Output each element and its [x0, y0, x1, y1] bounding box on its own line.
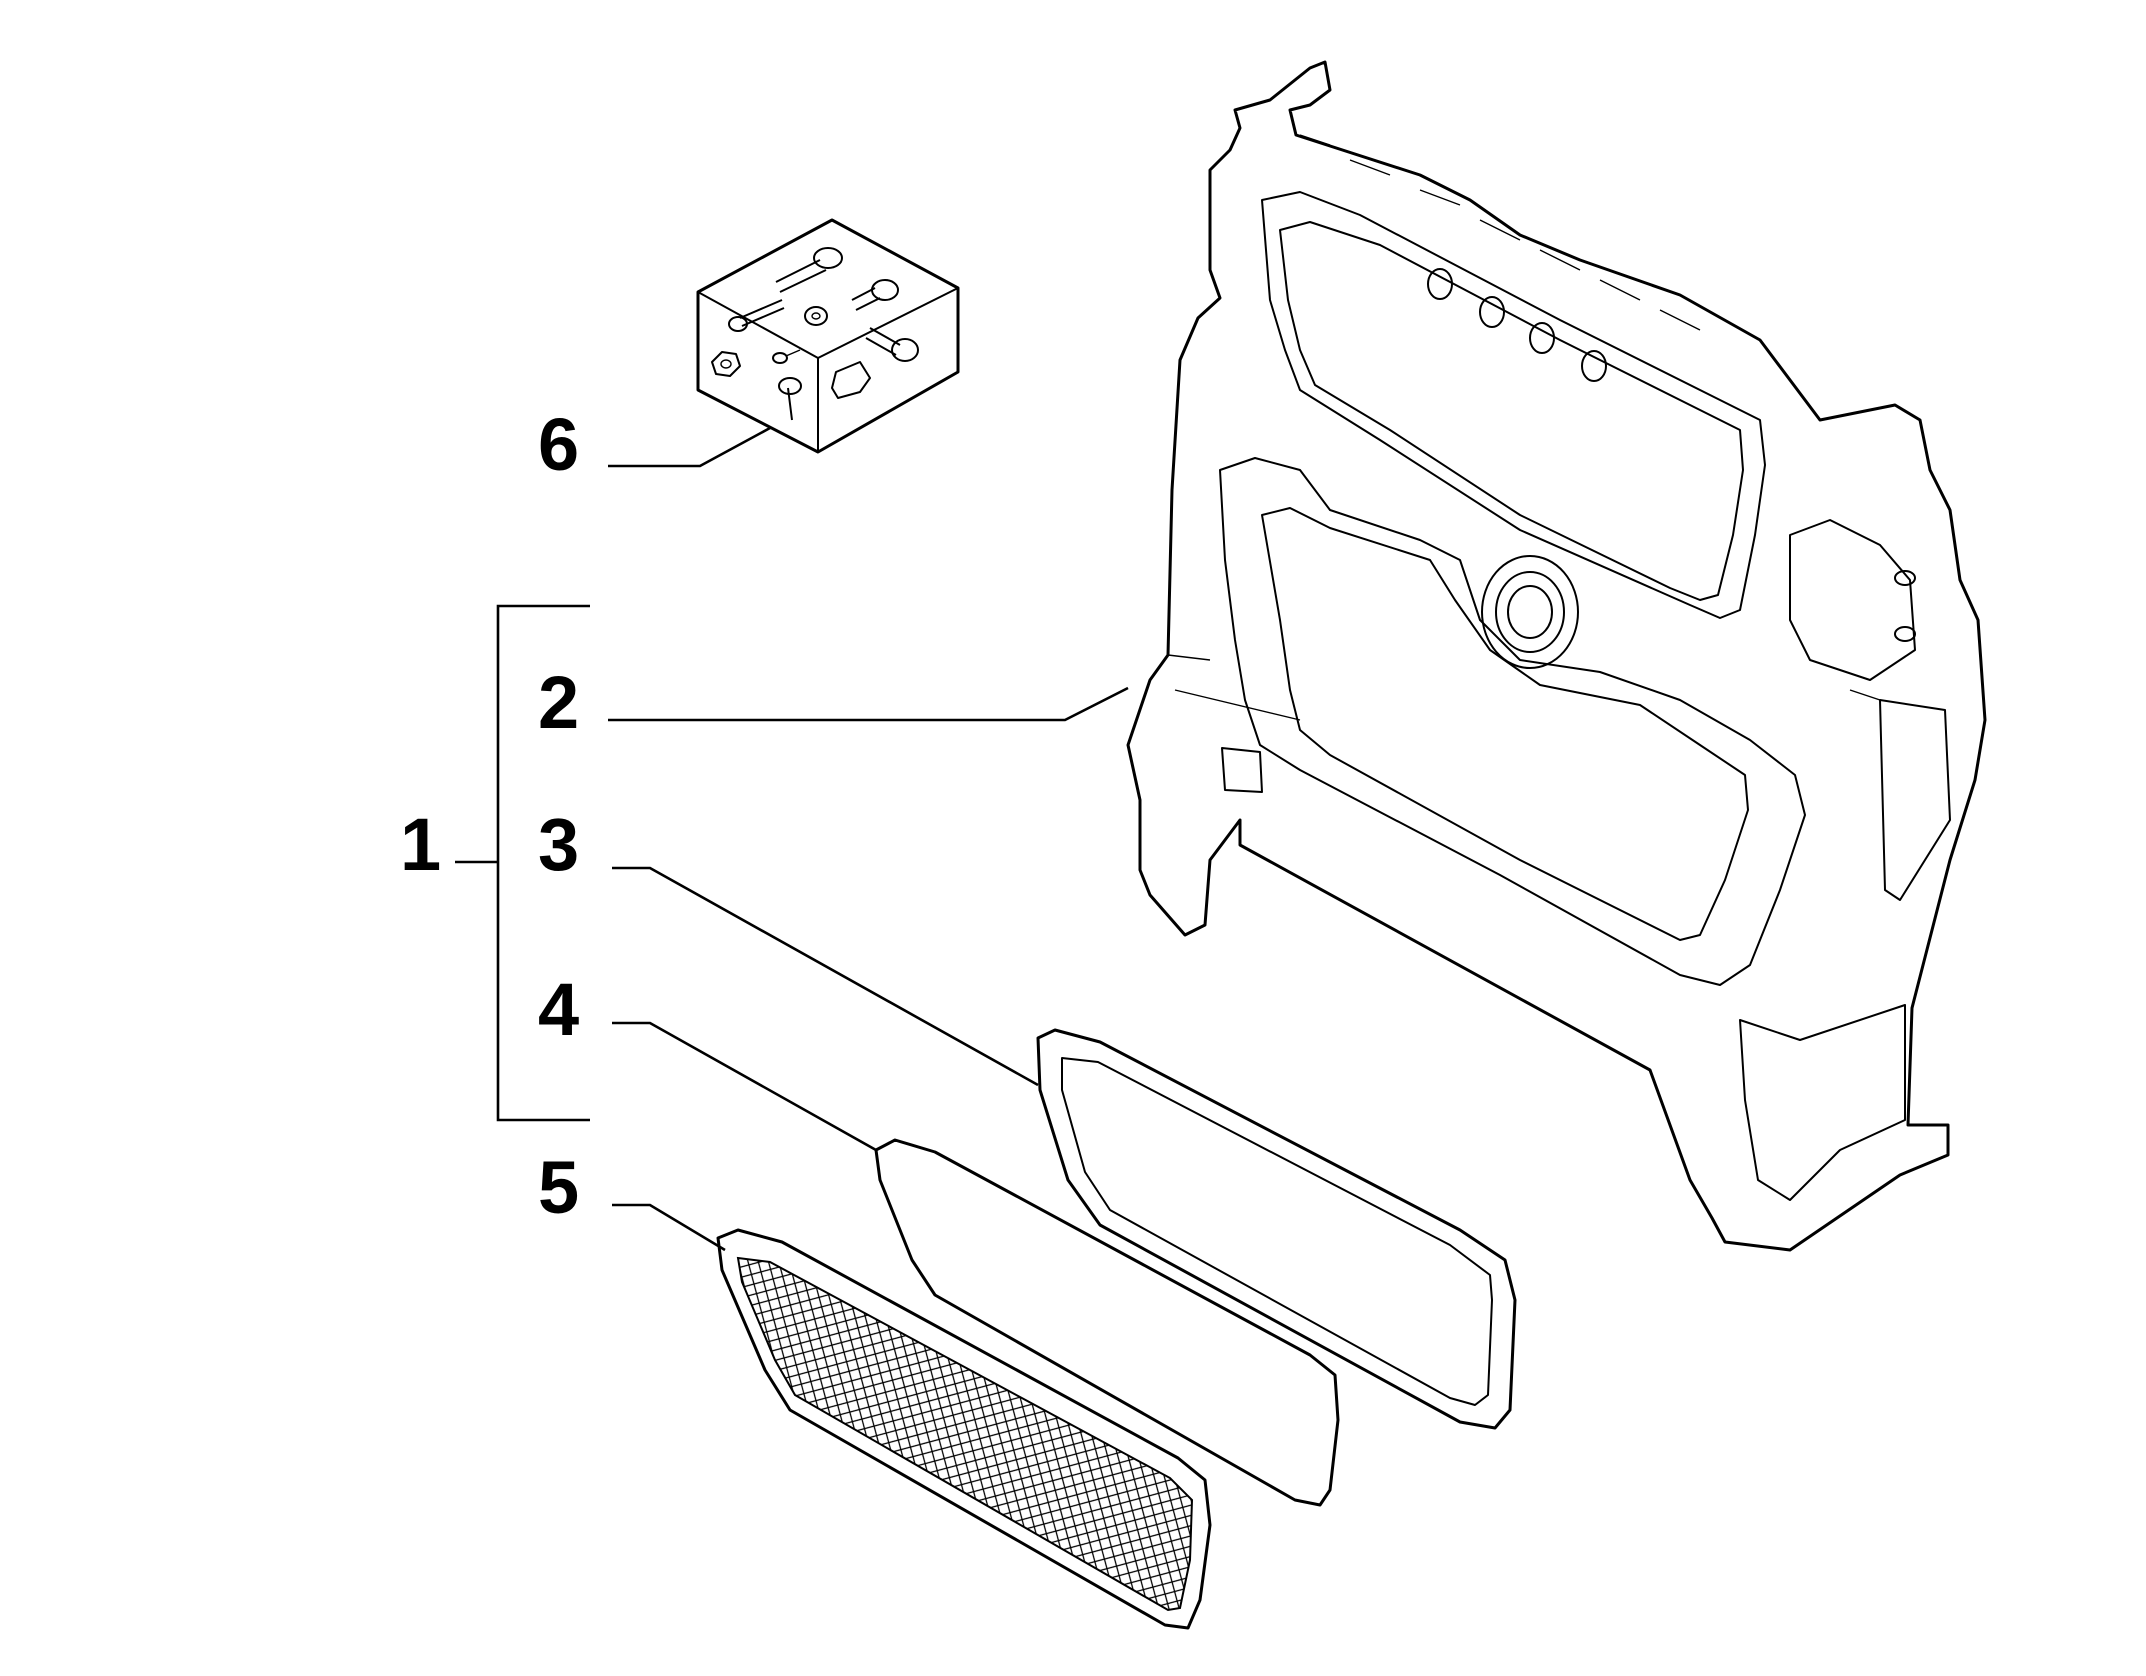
- callout-3: 3: [538, 803, 579, 886]
- callout-2: 2: [538, 661, 579, 744]
- nut-icon: [711, 351, 741, 377]
- leader-3: [612, 866, 1039, 1087]
- callout-5: 5: [538, 1146, 579, 1229]
- callout-labels: 6 1 2 3 4 5: [400, 403, 579, 1229]
- leader-6: [608, 426, 771, 468]
- callout-6: 6: [538, 403, 579, 486]
- leader-2: [608, 686, 1129, 722]
- mesh-grille: [716, 1228, 1212, 1630]
- glass-pane: [874, 1138, 1340, 1507]
- speaker-recess: [1481, 555, 1579, 669]
- leader-5: [612, 1203, 726, 1252]
- fastener-kit-box: [696, 218, 960, 454]
- leader-lines: [455, 426, 1129, 1252]
- bolt-icon: [775, 247, 919, 362]
- callout-4: 4: [538, 968, 579, 1051]
- clip-icon: [831, 361, 871, 399]
- leader-4: [612, 1021, 877, 1152]
- panel-holes: [1427, 268, 1607, 382]
- washer-icon: [804, 306, 828, 326]
- screw-icon: [728, 299, 802, 421]
- callout-1: 1: [400, 803, 441, 886]
- partition-panel: [1126, 60, 1987, 1252]
- window-gasket: [1036, 1028, 1517, 1430]
